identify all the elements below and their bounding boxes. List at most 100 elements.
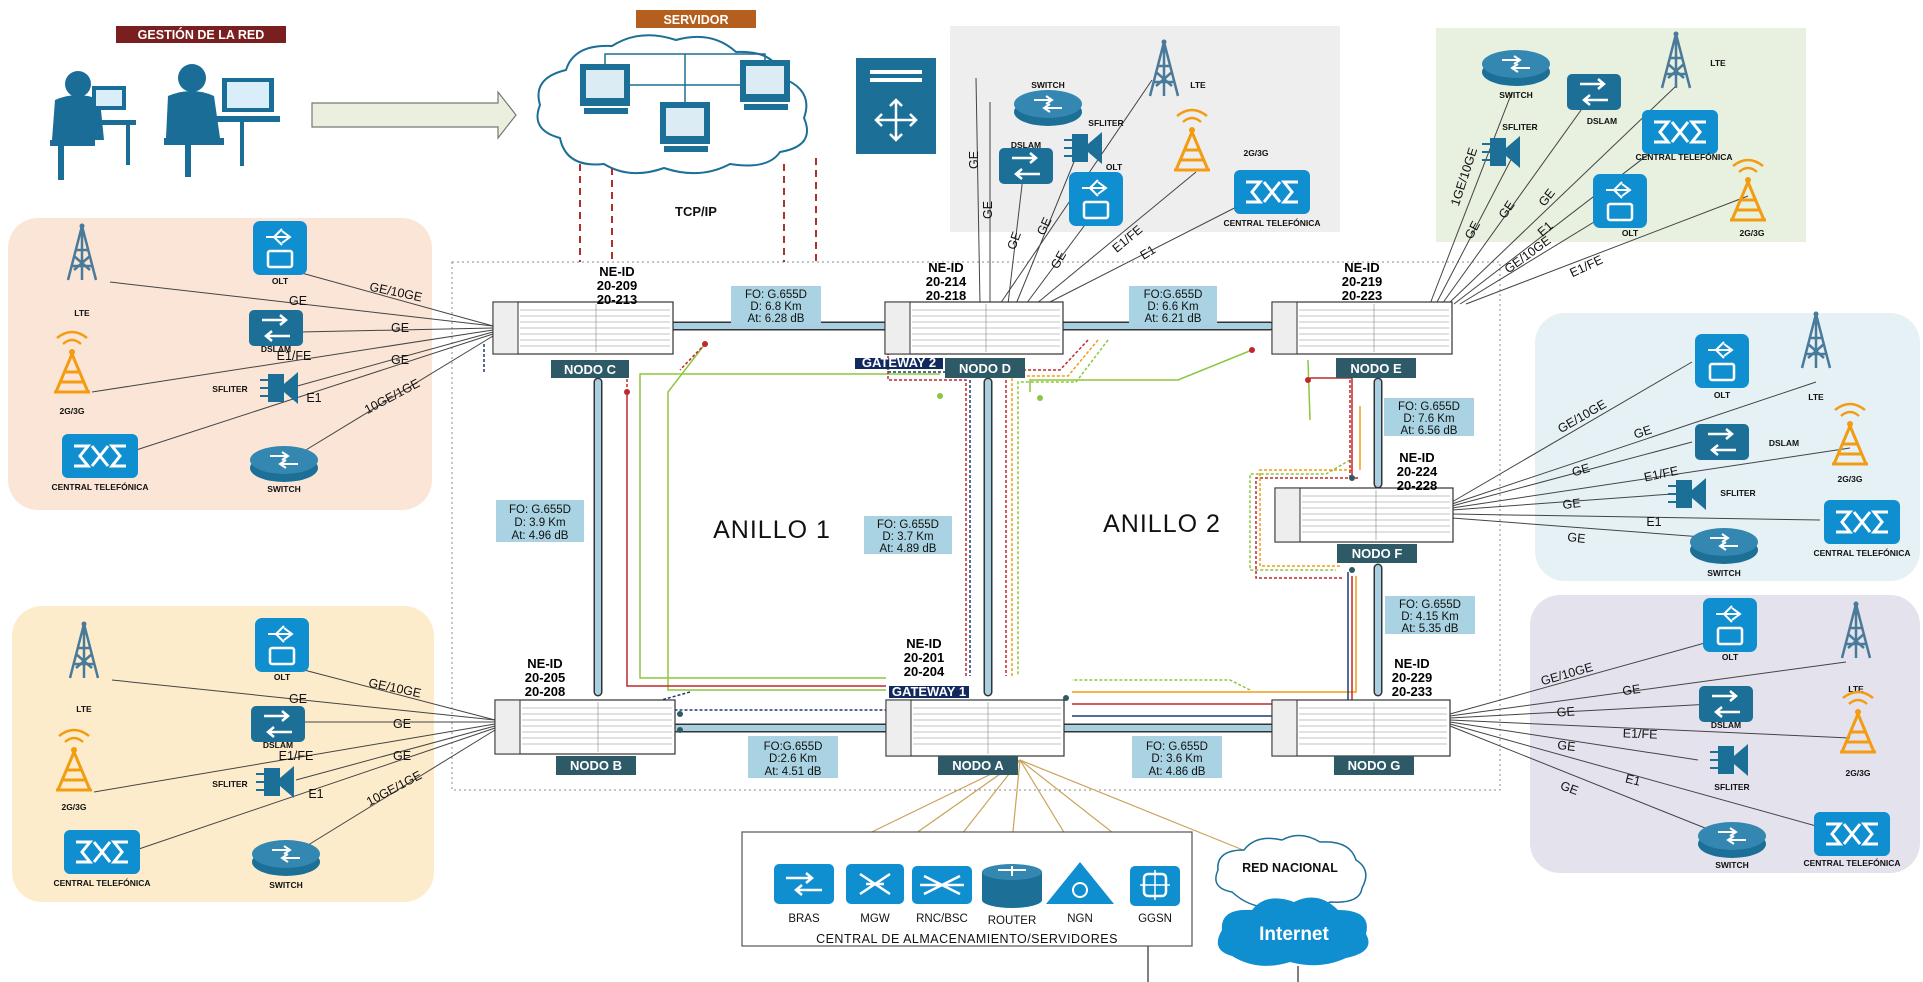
link-label: E1: [1624, 771, 1642, 788]
gateway-2-label: GATEWAY 2: [862, 355, 936, 370]
svg-text:20-219: 20-219: [1342, 274, 1382, 289]
sfliter-label: SFLITER: [212, 384, 247, 394]
node-c-label: NODO C: [564, 362, 617, 377]
svg-text:20-228: 20-228: [1397, 478, 1437, 493]
dslam-label: DSLAM: [1711, 720, 1741, 730]
svg-text:20-223: 20-223: [1342, 288, 1382, 303]
node-f-rack: [1274, 487, 1454, 543]
node-c-label-box: [551, 360, 629, 378]
dslam-icon: [249, 704, 307, 744]
link-label: E1/FE: [1568, 253, 1605, 280]
link-label: E1/FE: [1623, 726, 1658, 741]
svg-text:D: 3.6 Km: D: 3.6 Km: [1151, 753, 1202, 765]
svg-text:FO: G.655D: FO: G.655D: [745, 289, 807, 301]
svg-text:FO:G.655D: FO:G.655D: [764, 741, 823, 753]
dslam-label: DSLAM: [261, 344, 291, 354]
switch-icon: [249, 445, 319, 483]
central-label: CENTRAL TELEFÓNICA: [1223, 217, 1320, 228]
olt-label: OLT: [272, 276, 289, 286]
fiber-link-a-g: FO: G.655D D: 3.6 Km At: 4.86 dB: [1132, 736, 1222, 778]
link-label: GE: [1567, 530, 1586, 546]
olt-icon: [1693, 332, 1751, 390]
svg-text:At: 4.89 dB: At: 4.89 dB: [880, 543, 937, 555]
link-label: GE: [981, 201, 995, 219]
lte-label: LTE: [1710, 58, 1726, 68]
central-telefonica-icon: [62, 828, 142, 876]
svg-text:20-208: 20-208: [525, 684, 565, 699]
olt-label: OLT: [1714, 390, 1731, 400]
svg-text:NE-ID: NE-ID: [1344, 260, 1379, 275]
fiber-link-d-e: FO:G.655D D: 6.6 Km At: 6.21 dB: [1129, 286, 1217, 325]
operator-icon: [164, 64, 280, 177]
svg-text:At: 6.21 dB: At: 6.21 dB: [1145, 313, 1202, 325]
sfliter-label: SFLITER: [1714, 782, 1749, 792]
link-label: GE: [967, 151, 981, 169]
link-label: GE: [1562, 496, 1581, 512]
dslam-label: DSLAM: [263, 740, 293, 750]
server-header: [636, 10, 756, 28]
svg-text:At: 4.96 dB: At: 4.96 dB: [512, 530, 569, 542]
router-label: ROUTER: [988, 915, 1037, 927]
node-b-rack: [494, 699, 676, 755]
server-computer-icon: [580, 53, 790, 152]
svg-text:20-214: 20-214: [926, 274, 967, 289]
link-label: E1/FE: [277, 349, 312, 363]
2g-3g-label: 2G/3G: [1845, 768, 1870, 778]
svg-text:FO: G.655D: FO: G.655D: [1146, 741, 1208, 753]
ring-2-label: ANILLO 2: [1103, 510, 1221, 538]
olt-icon: [1067, 170, 1125, 228]
svg-text:FO:G.655D: FO:G.655D: [1144, 289, 1203, 301]
ggsn-label: GGSN: [1138, 913, 1172, 925]
zone-node-b: [12, 606, 434, 902]
node-d-rack: [884, 301, 1064, 355]
svg-text:NE-ID: NE-ID: [906, 636, 941, 651]
dslam-icon: [997, 146, 1055, 186]
node-a-label: NODO A: [952, 758, 1004, 773]
switch-label: SWITCH: [267, 484, 301, 494]
olt-icon: [251, 219, 309, 277]
sfliter-label: SFLITER: [1088, 118, 1123, 128]
dslam-label: DSLAM: [1769, 438, 1799, 448]
rnc-bsc-icon: [912, 866, 972, 904]
lte-label: LTE: [76, 704, 92, 714]
fiber-link-c-b: FO: G.655D D: 3.9 Km At: 4.96 dB: [496, 500, 584, 542]
router-icon: [982, 864, 1042, 908]
link-label: E1: [308, 787, 323, 801]
svg-text:20-218: 20-218: [926, 288, 966, 303]
protocol-label: TCP/IP: [675, 204, 717, 219]
svg-text:20-224: 20-224: [1397, 464, 1438, 479]
rnc-bsc-label: RNC/BSC: [916, 913, 968, 925]
link-label: GE: [1558, 779, 1580, 798]
link-label: E1: [306, 391, 321, 405]
central-label: CENTRAL TELEFÓNICA: [51, 481, 148, 492]
node-e-ne-id: NE-ID 20-219 20-223: [1342, 260, 1382, 303]
ggsn-icon: [1130, 866, 1180, 906]
lte-label: LTE: [1190, 80, 1206, 90]
mgw-label: MGW: [860, 913, 890, 925]
svg-text:D: 3.9 Km: D: 3.9 Km: [514, 517, 565, 529]
central-label: CENTRAL TELEFÓNICA: [53, 877, 150, 888]
switch-label: SWITCH: [1715, 860, 1749, 870]
switch-icon: [1697, 821, 1767, 859]
svg-text:20-229: 20-229: [1392, 670, 1432, 685]
central-telefonica-icon: [1640, 108, 1720, 156]
svg-text:At: 4.51 dB: At: 4.51 dB: [765, 766, 822, 778]
switch-icon: [1689, 527, 1759, 565]
central-telefonica-icon: [60, 432, 140, 480]
svg-text:NE-ID: NE-ID: [599, 264, 634, 279]
node-g-label-box: [1334, 756, 1414, 775]
svg-text:FO: G.655D: FO: G.655D: [1398, 401, 1460, 413]
link-label: GE: [1557, 738, 1576, 754]
2g-3g-label: 2G/3G: [1243, 148, 1268, 158]
server-dashed-links: [579, 158, 817, 262]
svg-text:NE-ID: NE-ID: [1394, 656, 1429, 671]
svg-text:D: 6.6 Km: D: 6.6 Km: [1147, 301, 1198, 313]
svg-text:20-233: 20-233: [1392, 684, 1432, 699]
node-b-ne-id: NE-ID 20-205 20-208: [525, 656, 565, 699]
access-links: [91, 77, 1853, 853]
link-label: GE: [393, 717, 411, 731]
svg-text:D: 6.8 Km: D: 6.8 Km: [750, 301, 801, 313]
sfliter-label: SFLITER: [212, 779, 247, 789]
central-telefonica-icon: [1232, 168, 1312, 216]
switch-label: SWITCH: [269, 880, 303, 890]
